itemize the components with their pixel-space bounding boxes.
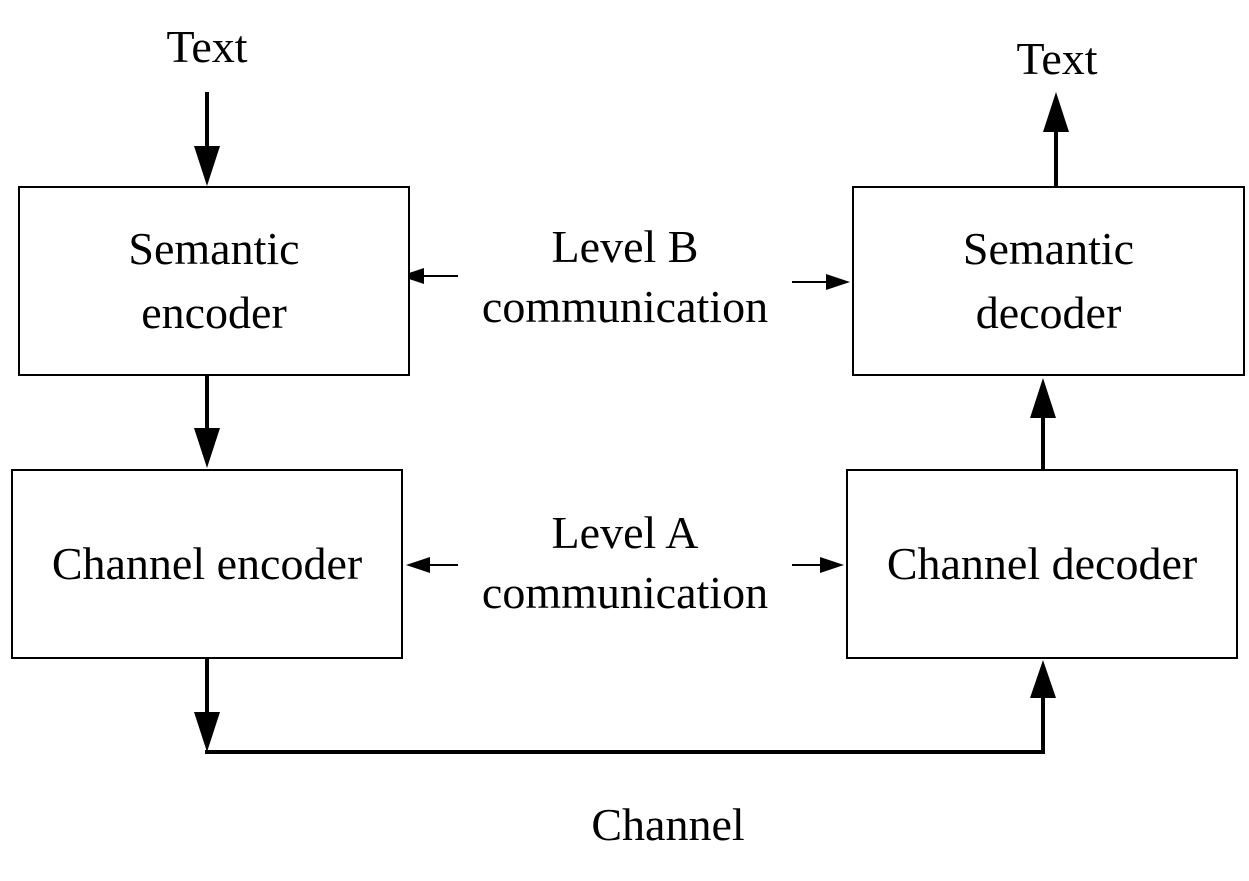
level-b-right-arrow — [792, 274, 850, 290]
semantic-encoder-box: Semantic encoder — [18, 186, 410, 376]
level-a-right-arrow — [792, 557, 844, 573]
level-a-title: Level A — [551, 507, 699, 558]
channel-label: Channel — [591, 799, 745, 850]
arrow-channel-to-semantic-decoder — [1030, 378, 1056, 470]
level-b-title: Level B — [551, 221, 699, 272]
channel-decoder-label: Channel decoder — [886, 538, 1198, 589]
level-a-label: Level A communication — [445, 503, 805, 623]
channel-encoder-label: Channel encoder — [51, 538, 363, 589]
level-b-subtitle: communication — [481, 281, 769, 332]
output-text-label: Text — [1016, 33, 1098, 84]
arrow-text-to-semantic-encoder — [194, 92, 220, 186]
semantic-decoder-label: Semantic decoder — [962, 223, 1135, 338]
arrow-semantic-to-channel-encoder — [194, 376, 220, 468]
input-text-label: Text — [166, 21, 248, 72]
semantic-encoder-label: Semantic encoder — [128, 223, 300, 338]
arrow-channel-encoder-to-channel — [194, 658, 220, 752]
semantic-decoder-box: Semantic decoder — [852, 186, 1245, 376]
level-a-left-arrow — [406, 557, 458, 573]
channel-encoder-box: Channel encoder — [11, 469, 403, 659]
arrow-channel-to-channel-decoder — [1030, 660, 1056, 752]
level-b-label: Level B communication — [445, 217, 805, 337]
arrow-semantic-decoder-to-text — [1043, 92, 1069, 186]
channel-decoder-box: Channel decoder — [846, 469, 1238, 659]
level-b-left-arrow — [400, 268, 458, 284]
level-a-subtitle: communication — [481, 567, 769, 618]
